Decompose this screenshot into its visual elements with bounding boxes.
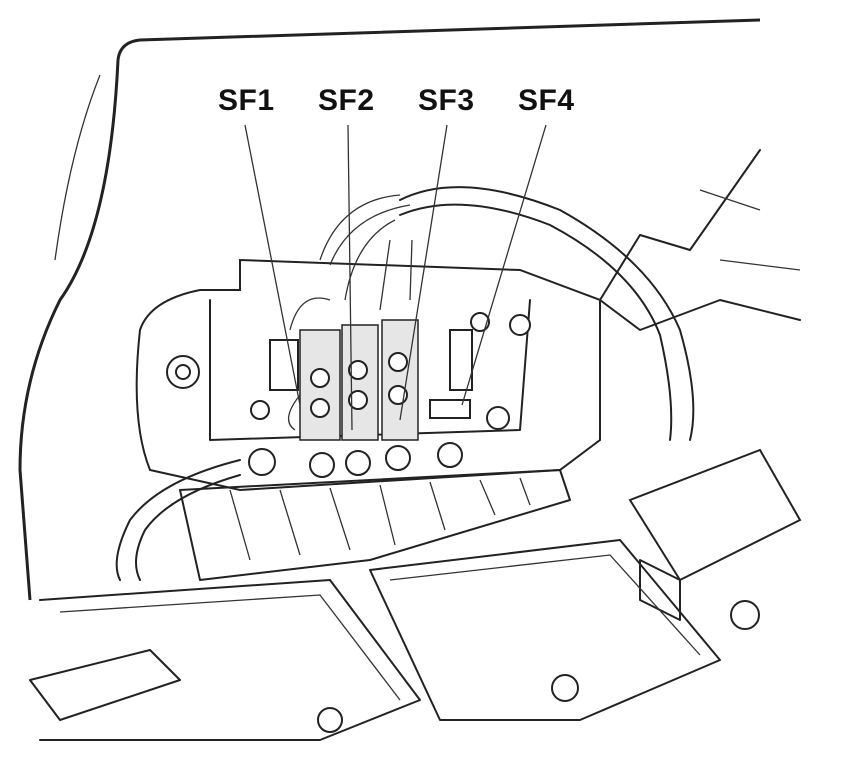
bolt xyxy=(317,707,343,733)
connector-block xyxy=(628,448,802,582)
housing-inner-edge xyxy=(54,74,101,261)
leader-sf4 xyxy=(461,124,547,406)
bottom-cover-right xyxy=(369,539,721,721)
label-sf2: SF2 xyxy=(318,84,375,117)
housing-outline xyxy=(116,18,761,61)
leader-sf2 xyxy=(347,124,353,431)
right-panel xyxy=(599,149,801,331)
label-sf4: SF4 xyxy=(518,84,575,117)
leader-sf1 xyxy=(244,124,301,406)
terminal-nuts xyxy=(248,312,531,478)
housing-left-edge xyxy=(18,59,120,601)
label-sf1: SF1 xyxy=(218,84,275,117)
leader-lines xyxy=(244,124,547,431)
lower-cable xyxy=(115,459,241,581)
fuse-sf3 xyxy=(381,319,419,441)
tray xyxy=(179,469,571,581)
label-sf3: SF3 xyxy=(418,84,475,117)
leader-sf3 xyxy=(399,124,448,421)
main-cable xyxy=(399,186,695,441)
bolt xyxy=(551,674,579,702)
bottom-cover-left xyxy=(39,579,421,741)
wires xyxy=(288,194,413,431)
fuse-sf4 xyxy=(429,399,471,419)
bolt xyxy=(730,600,760,630)
fuse-sf2 xyxy=(341,324,379,441)
